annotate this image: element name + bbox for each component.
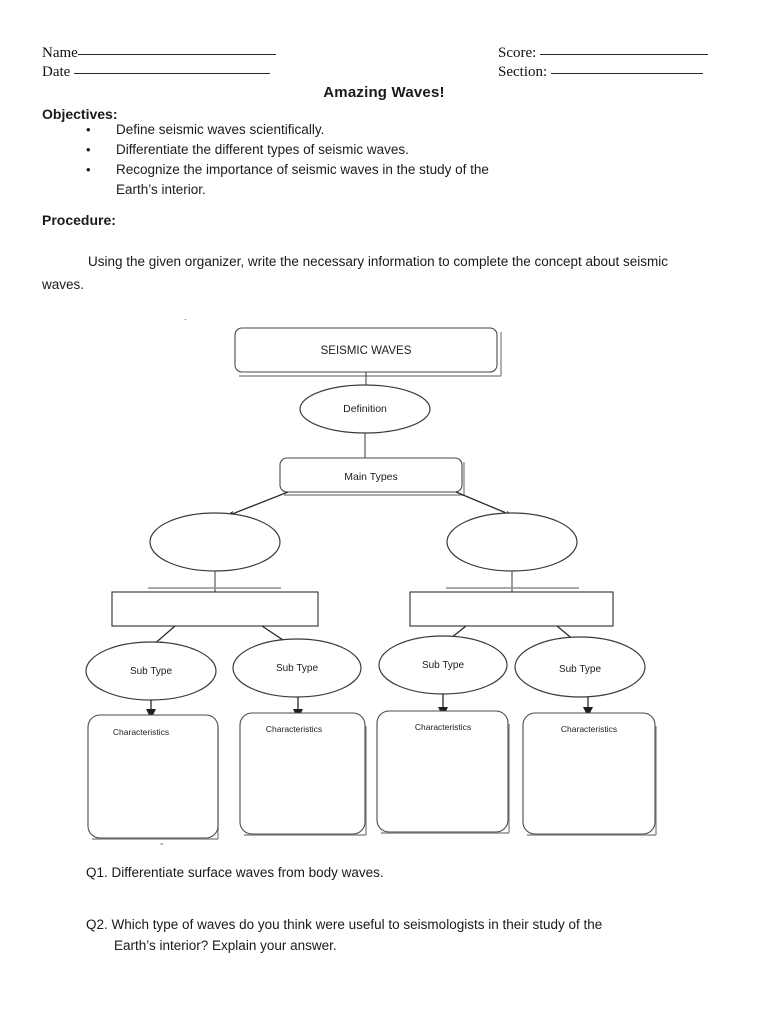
question-2-label: Q2. — [86, 917, 108, 932]
bullet-icon: • — [86, 162, 91, 177]
list-item: • Define seismic waves scientifically. — [84, 120, 644, 140]
node-sub-type-3[interactable]: Sub Type — [378, 635, 508, 695]
node-label-root: SEISMIC WAVES — [321, 345, 412, 357]
question-2-text-continued: Earth’s interior? Explain your answer. — [114, 938, 337, 953]
connector-subtype-1-to-characteristics-1 — [146, 700, 156, 719]
node-definition[interactable]: Definition — [299, 384, 431, 434]
node-main-types[interactable]: Main Types — [279, 457, 465, 496]
node-characteristics-3[interactable]: Characteristics — [376, 710, 510, 834]
node-label-definition: Definition — [343, 403, 387, 415]
score-field-row: Score: — [498, 44, 709, 63]
header-right-fields: Score: Section: — [498, 44, 709, 82]
name-field-row: Name — [42, 44, 276, 63]
worksheet-header: Name Date Score: Section: — [0, 44, 768, 90]
connector-subtype-4-to-characteristics-4 — [583, 697, 593, 717]
section-input-rule[interactable] — [551, 73, 704, 74]
concept-map-organizer: SEISMIC WAVES Definition Main Types — [0, 310, 768, 850]
node-label-characteristics-4: Characteristics — [561, 724, 617, 734]
question-2-text: Which type of waves do you think were us… — [111, 917, 603, 932]
header-left-fields: Name Date — [42, 44, 276, 82]
question-1-label: Q1. — [86, 865, 108, 880]
procedure-body: Using the given organizer, write the nec… — [42, 254, 669, 292]
section-field-row: Section: — [498, 63, 708, 82]
date-label: Date — [42, 64, 71, 80]
bullet-icon: • — [86, 122, 91, 137]
name-label: Name — [42, 45, 78, 61]
node-label-sub-type-3: Sub Type — [422, 660, 465, 671]
question-2: Q2. Which type of waves do you think wer… — [86, 914, 686, 956]
score-input-rule[interactable] — [540, 54, 709, 55]
node-label-characteristics-1: Characteristics — [113, 727, 169, 737]
page-title: Amazing Waves! — [323, 84, 445, 101]
node-label-characteristics-3: Characteristics — [415, 722, 471, 732]
node-label-main-types: Main Types — [344, 471, 398, 483]
name-input-rule[interactable] — [77, 54, 276, 55]
bullet-icon: • — [86, 142, 91, 157]
node-characteristics-1[interactable]: Characteristics — [87, 714, 219, 840]
node-sub-type-2[interactable]: Sub Type — [232, 638, 362, 698]
scan-speck-bottom: - — [160, 838, 164, 850]
node-branch-right-blank[interactable] — [446, 512, 578, 572]
section-label: Section: — [498, 64, 548, 80]
node-type-box-left-blank[interactable] — [111, 587, 319, 627]
node-sub-type-4[interactable]: Sub Type — [514, 636, 646, 698]
question-1-text: Differentiate surface waves from body wa… — [111, 865, 384, 880]
objective-text-continued: Earth’s interior. — [116, 182, 206, 197]
question-1: Q1. Differentiate surface waves from bod… — [86, 862, 686, 883]
date-field-row: Date — [42, 63, 276, 82]
procedure-heading: Procedure: — [42, 212, 116, 228]
node-label-sub-type-2: Sub Type — [276, 663, 319, 674]
score-label: Score: — [498, 45, 537, 61]
objective-text: Recognize the importance of seismic wave… — [116, 162, 489, 177]
node-label-sub-type-4: Sub Type — [559, 664, 602, 675]
objective-text: Define seismic waves scientifically. — [116, 122, 325, 137]
node-branch-left-blank[interactable] — [149, 512, 281, 572]
date-input-rule[interactable] — [74, 73, 271, 74]
node-label-characteristics-2: Characteristics — [266, 724, 322, 734]
objectives-heading: Objectives: — [42, 106, 118, 122]
node-characteristics-2[interactable]: Characteristics — [239, 712, 367, 836]
list-item: • Recognize the importance of seismic wa… — [84, 160, 644, 200]
node-seismic-waves[interactable]: SEISMIC WAVES — [234, 327, 502, 377]
node-sub-type-1[interactable]: Sub Type — [85, 641, 217, 701]
objectives-list: • Define seismic waves scientifically. •… — [84, 120, 644, 200]
node-type-box-right-blank[interactable] — [409, 587, 614, 627]
scan-speck-top: ˙ — [184, 318, 188, 330]
node-characteristics-4[interactable]: Characteristics — [522, 712, 657, 836]
node-label-sub-type-1: Sub Type — [130, 666, 173, 677]
list-item: • Differentiate the different types of s… — [84, 140, 644, 160]
objective-text: Differentiate the different types of sei… — [116, 142, 409, 157]
